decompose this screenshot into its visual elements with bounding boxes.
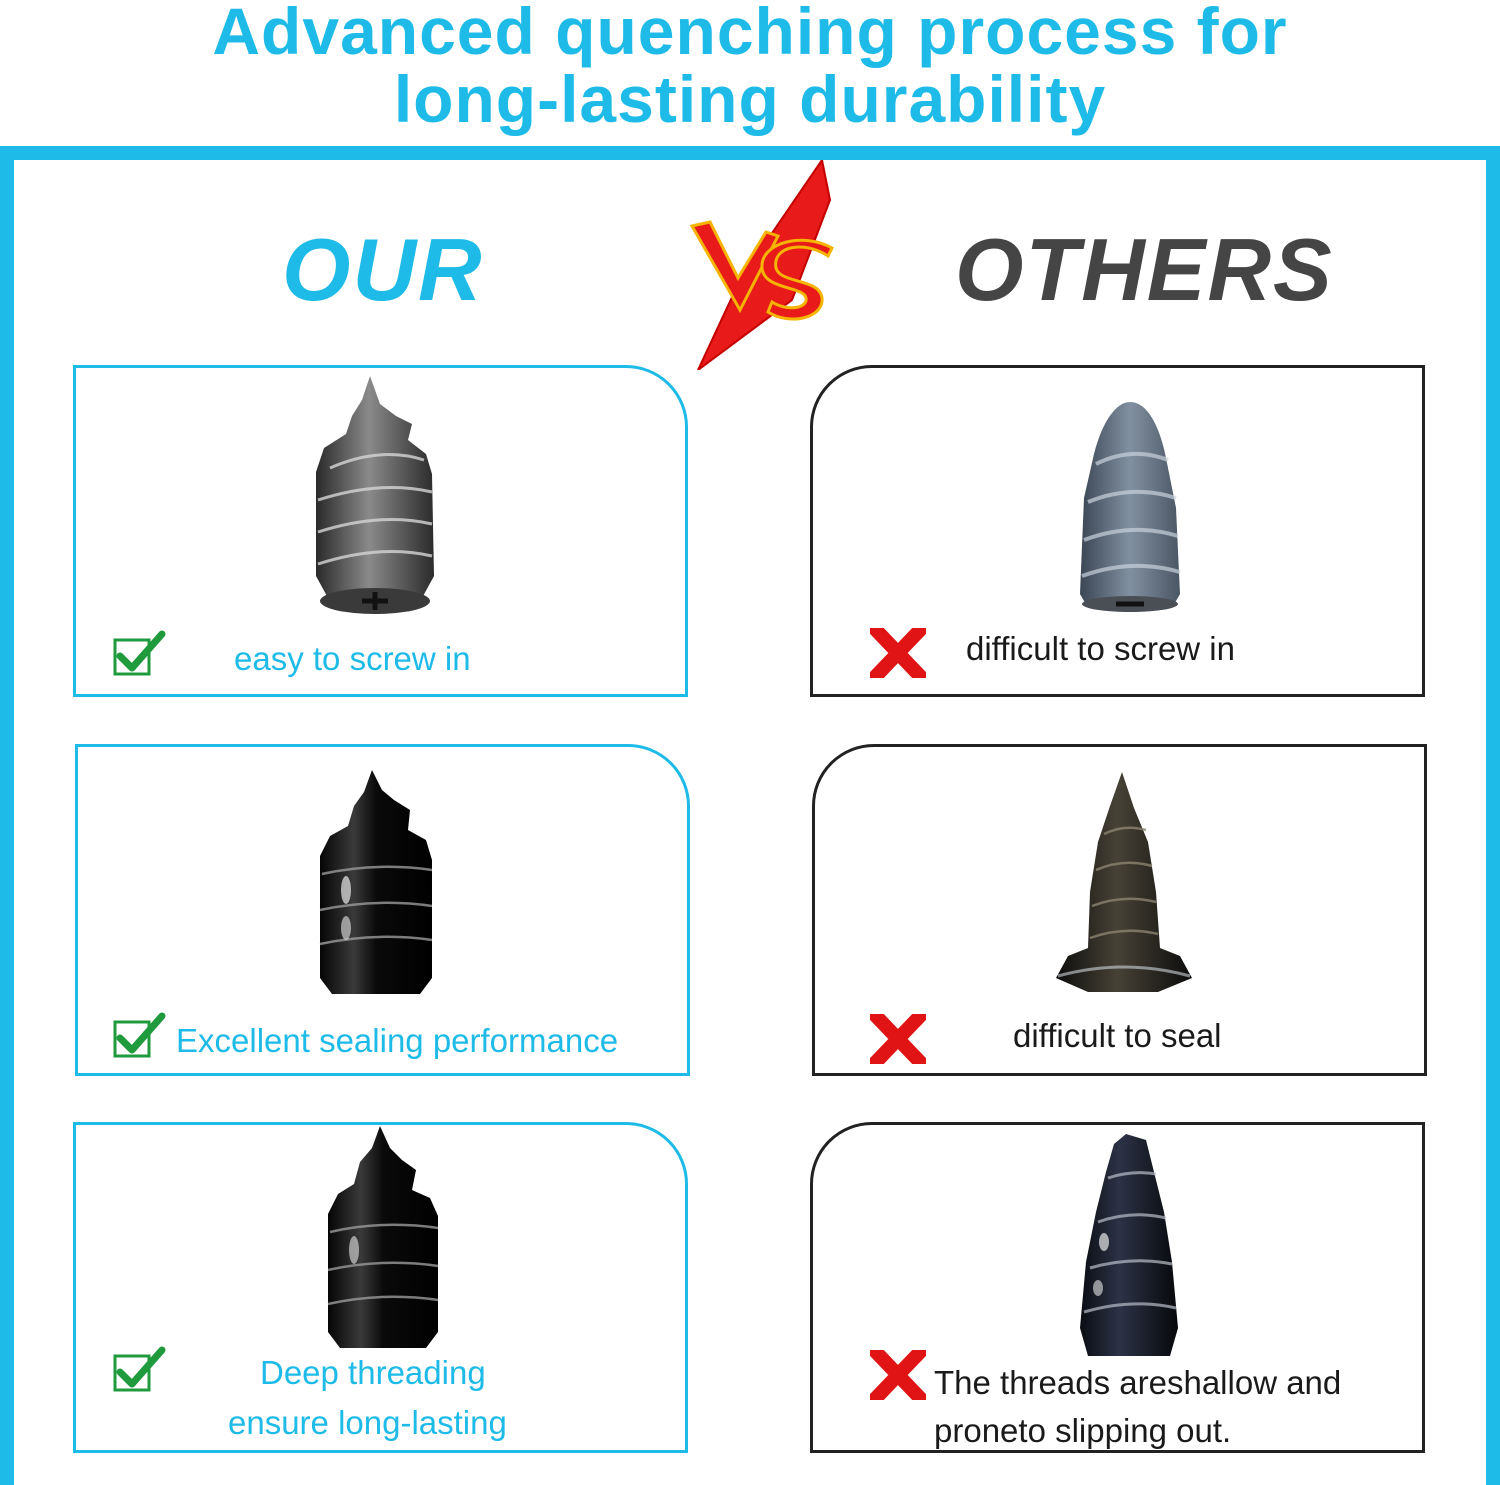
- our-feature-2-label: Excellent sealing performance: [176, 1022, 619, 1059]
- headline-line-2: long-lasting durability: [393, 62, 1107, 136]
- x-icon: [870, 1014, 926, 1064]
- others-feature-1-label: difficult to screw in: [966, 630, 1235, 667]
- others-header: OTHERS: [955, 220, 1334, 319]
- check-icon: [113, 1346, 166, 1392]
- our-header: OUR: [282, 220, 484, 319]
- check-icon: [113, 1012, 166, 1058]
- grey-rubber-screw-image: [1080, 402, 1181, 612]
- check-icon: [113, 630, 166, 676]
- speckled-black-screw-image: [1056, 772, 1192, 992]
- headline-line-1: Advanced quenching process for: [212, 0, 1288, 68]
- vs-logo: VS: [689, 160, 834, 370]
- our-feature-1-label: easy to screw in: [234, 640, 471, 677]
- x-icon: [870, 1350, 926, 1400]
- glossy-black-screw-image-1: [319, 770, 433, 994]
- comparison-frame: [0, 146, 1500, 1485]
- dark-blue-black-screw-image: [1080, 1134, 1178, 1356]
- our-feature-3-label-line-2: ensure long-lasting: [228, 1404, 507, 1441]
- grey-metallic-screw-image: [316, 376, 434, 614]
- others-feature-3-label-line-1: The threads areshallow and: [934, 1364, 1342, 1401]
- others-feature-2-label: difficult to seal: [1013, 1017, 1222, 1054]
- x-icon: [870, 628, 926, 678]
- others-feature-3-label-line-2: proneto slipping out.: [934, 1412, 1232, 1449]
- glossy-black-screw-image-2: [327, 1126, 439, 1348]
- our-feature-3-label-line-1: Deep threading: [260, 1354, 486, 1391]
